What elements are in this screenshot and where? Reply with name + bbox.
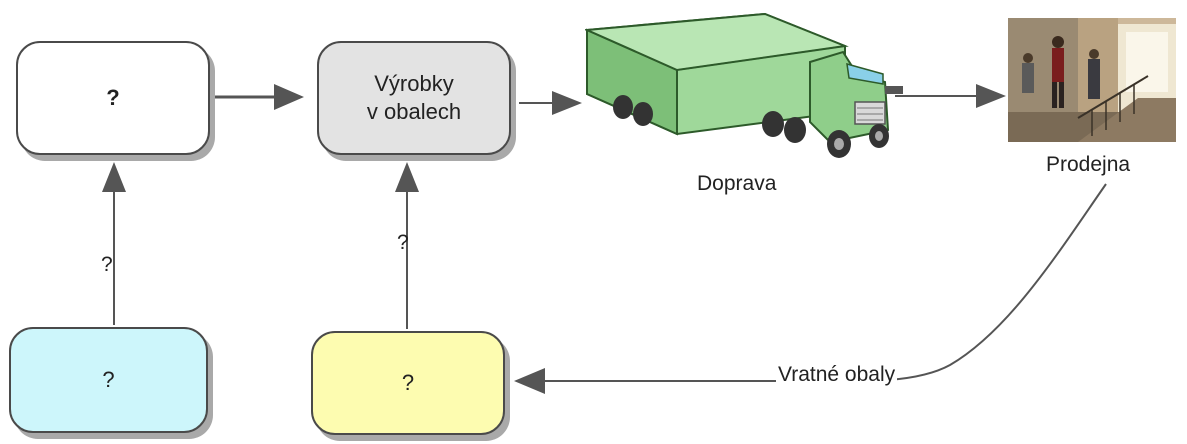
truck-icon bbox=[585, 12, 903, 158]
arrow-bottommid-up bbox=[395, 162, 419, 329]
box-products-text: Výrobky v obalech bbox=[367, 70, 461, 126]
box-products-line-2: v obalech bbox=[366, 99, 462, 124]
box-bottom-mid-text: ? bbox=[401, 370, 415, 395]
arrow-topleft-to-products bbox=[212, 84, 304, 110]
box-bottom-left-text: ? bbox=[102, 367, 115, 392]
box-products-in-packaging: Výrobky v obalech bbox=[317, 41, 511, 155]
arrow-mid-label: ? bbox=[397, 231, 409, 254]
box-bottom-left: ? bbox=[9, 327, 208, 433]
arrow-bottomleft-up bbox=[102, 162, 126, 325]
box-products-line-1: Výrobky bbox=[374, 71, 454, 96]
arrow-truck-to-shop bbox=[895, 84, 1006, 108]
returnable-packaging-label: Vratné obaly bbox=[776, 363, 898, 387]
box-top-left: ? bbox=[16, 41, 210, 155]
box-bottom-mid: ? bbox=[311, 331, 505, 435]
shop-photo bbox=[1008, 18, 1176, 142]
transport-label: Doprava bbox=[697, 172, 777, 195]
arrow-left-label: ? bbox=[101, 253, 113, 276]
box-top-left-text: ? bbox=[106, 85, 120, 110]
arrow-products-to-truck bbox=[519, 91, 582, 115]
shop-label: Prodejna bbox=[1046, 153, 1131, 176]
